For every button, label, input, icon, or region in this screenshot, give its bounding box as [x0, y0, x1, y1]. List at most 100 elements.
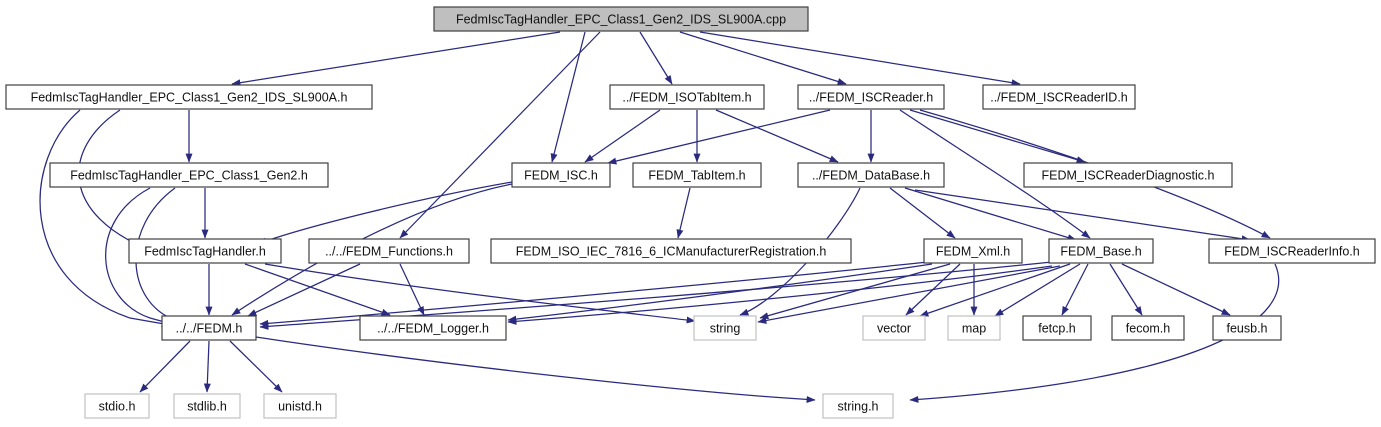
node-box-stdlib[interactable]: [173, 393, 241, 419]
node-box-taghandler[interactable]: [128, 238, 282, 264]
node-label-fedm_isc: FEDM_ISC.h: [524, 168, 598, 182]
edge-tabitem-to-icmanuf: [676, 187, 691, 239]
node-box-fedm_h[interactable]: [161, 315, 257, 341]
node-box-string_h[interactable]: [822, 393, 894, 419]
node-logger[interactable]: ../../FEDM_Logger.h: [359, 315, 507, 341]
node-functions[interactable]: ../../FEDM_Functions.h: [308, 238, 470, 264]
edge-database-to-readerinfo: [914, 189, 1251, 243]
node-label-vector: vector: [877, 321, 911, 335]
node-label-iscreader: ../FEDM_ISCReader.h: [809, 90, 933, 104]
edge-iscreader-to-diagnostic: [909, 109, 1086, 163]
node-box-fedm_isc[interactable]: [511, 162, 611, 188]
node-box-gen2_h[interactable]: [49, 162, 329, 188]
node-icmanuf[interactable]: FEDM_ISO_IEC_7816_6_ICManufacturerRegist…: [490, 238, 852, 264]
node-box-fecom[interactable]: [1111, 315, 1185, 341]
node-label-gen2_h: FedmIscTagHandler_EPC_Class1_Gen2.h: [70, 168, 308, 182]
node-fecom[interactable]: fecom.h: [1111, 315, 1185, 341]
node-box-vector[interactable]: [862, 315, 926, 341]
node-box-diagnostic[interactable]: [1023, 162, 1233, 188]
edge-gen2_h-to-fedm_h: [105, 187, 173, 326]
node-label-map: map: [962, 321, 986, 335]
node-box-isotabitem[interactable]: [609, 84, 765, 110]
edge-base-to-logger: [507, 265, 1053, 325]
edge-base-to-vector: [919, 263, 1071, 317]
node-box-tabitem[interactable]: [632, 162, 762, 188]
node-box-iscreaderid[interactable]: [982, 84, 1136, 110]
edge-root-to-iscreader: [679, 31, 847, 85]
node-box-iscreader[interactable]: [797, 84, 945, 110]
edge-isotabitem-to-database: [715, 109, 839, 163]
node-string_h[interactable]: string.h: [822, 393, 894, 419]
node-sl900a_h[interactable]: FedmIscTagHandler_EPC_Class1_Gen2_IDS_SL…: [5, 84, 373, 110]
node-box-functions[interactable]: [308, 238, 470, 264]
node-box-sl900a_h[interactable]: [5, 84, 373, 110]
node-feusb[interactable]: feusb.h: [1212, 315, 1282, 341]
node-stdlib[interactable]: stdlib.h: [173, 393, 241, 419]
node-label-xml: FEDM_Xml.h: [936, 244, 1010, 258]
node-label-diagnostic: FEDM_ISCReaderDiagnostic.h: [1042, 168, 1215, 182]
edge-root-to-functions: [399, 31, 601, 239]
node-label-root: FedmIscTagHandler_EPC_Class1_Gen2_IDS_SL…: [456, 12, 786, 26]
node-fedm_isc[interactable]: FEDM_ISC.h: [511, 162, 611, 188]
edge-layer: [39, 31, 1280, 403]
node-gen2_h[interactable]: FedmIscTagHandler_EPC_Class1_Gen2.h: [49, 162, 329, 188]
node-box-feusb[interactable]: [1212, 315, 1282, 341]
node-box-stdio[interactable]: [84, 393, 150, 419]
node-label-fetcp: fetcp.h: [1038, 321, 1076, 335]
node-box-icmanuf[interactable]: [490, 238, 852, 264]
node-box-readerinfo[interactable]: [1208, 238, 1376, 264]
node-fedm_h[interactable]: ../../FEDM.h: [161, 315, 257, 341]
node-readerinfo[interactable]: FEDM_ISCReaderInfo.h: [1208, 238, 1376, 264]
node-box-root[interactable]: [433, 6, 809, 32]
node-string[interactable]: string: [693, 315, 757, 341]
node-diagnostic[interactable]: FEDM_ISCReaderDiagnostic.h: [1023, 162, 1233, 188]
node-label-isotabitem: ../FEDM_ISOTabItem.h: [622, 90, 751, 104]
node-xml[interactable]: FEDM_Xml.h: [923, 238, 1023, 264]
node-box-xml[interactable]: [923, 238, 1023, 264]
edge-root-to-fedm_isc: [550, 31, 586, 163]
node-taghandler[interactable]: FedmIscTagHandler.h: [128, 238, 282, 264]
node-box-base[interactable]: [1048, 238, 1154, 264]
node-label-icmanuf: FEDM_ISO_IEC_7816_6_ICManufacturerRegist…: [516, 244, 827, 258]
edge-iscreader-to-fedm_isc: [607, 109, 831, 165]
node-box-map[interactable]: [947, 315, 1001, 341]
node-label-fecom: fecom.h: [1126, 321, 1171, 335]
node-label-logger: ../../FEDM_Logger.h: [377, 321, 489, 335]
node-base[interactable]: FEDM_Base.h: [1048, 238, 1154, 264]
edge-readerinfo-to-string_h: [909, 263, 1280, 403]
node-database[interactable]: ../FEDM_DataBase.h: [797, 162, 945, 188]
edge-xml-to-logger: [507, 263, 933, 323]
node-box-fetcp[interactable]: [1022, 315, 1092, 341]
node-isotabitem[interactable]: ../FEDM_ISOTabItem.h: [609, 84, 765, 110]
node-root[interactable]: FedmIscTagHandler_EPC_Class1_Gen2_IDS_SL…: [433, 6, 809, 32]
node-box-unistd[interactable]: [263, 393, 337, 419]
node-fetcp[interactable]: fetcp.h: [1022, 315, 1092, 341]
node-label-base: FEDM_Base.h: [1060, 244, 1141, 258]
node-vector[interactable]: vector: [862, 315, 926, 341]
edge-base-to-fedm_h: [259, 261, 1053, 330]
edge-fedm_isc-to-taghandler: [257, 181, 513, 245]
node-tabitem[interactable]: FEDM_TabItem.h: [632, 162, 762, 188]
edge-database-to-xml: [889, 187, 956, 239]
node-stdio[interactable]: stdio.h: [84, 393, 150, 419]
edge-functions-to-fedm_h: [247, 263, 361, 317]
node-map[interactable]: map: [947, 315, 1001, 341]
node-label-string_h: string.h: [838, 399, 879, 413]
node-box-string[interactable]: [693, 315, 757, 341]
edge-fedm_h-to-unistd: [229, 340, 283, 393]
node-label-iscreaderid: ../FEDM_ISCReaderID.h: [990, 90, 1128, 104]
node-box-logger[interactable]: [359, 315, 507, 341]
edge-fedm_h-to-stdio: [139, 340, 191, 393]
edge-root-to-isotabitem: [639, 31, 673, 85]
node-iscreaderid[interactable]: ../FEDM_ISCReaderID.h: [982, 84, 1136, 110]
node-iscreader[interactable]: ../FEDM_ISCReader.h: [797, 84, 945, 110]
edge-base-to-fecom: [1109, 263, 1143, 316]
node-unistd[interactable]: unistd.h: [263, 393, 337, 419]
node-label-unistd: unistd.h: [278, 399, 322, 413]
edge-fedm_h-to-string_h: [255, 336, 816, 403]
node-box-database[interactable]: [797, 162, 945, 188]
edge-taghandler-to-string: [264, 263, 696, 324]
edge-iscreader-to-base: [899, 109, 1091, 239]
edge-database-to-base: [904, 187, 1077, 241]
